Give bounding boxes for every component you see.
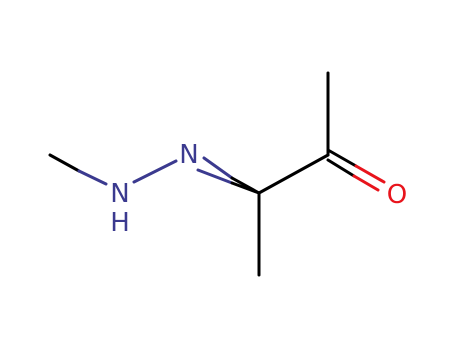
atom-oxygen-carbonyl: O [387, 180, 407, 210]
bond-c-o-upper-c [326, 148, 358, 168]
bond-c-o-lower-o [352, 174, 380, 192]
bond-nh-n [132, 159, 178, 184]
atom-hydrogen-amine: H [110, 208, 130, 238]
atom-nitrogen-amine: N [110, 179, 129, 209]
bond-n-c-imine-outer [196, 168, 234, 185]
bond-n-c-imine-inner-c [230, 176, 261, 195]
bond-n-c-imine-inner [202, 156, 234, 180]
atom-nitrogen-imine: N [179, 140, 198, 170]
bond-methyl-nh-nitrogen-part [77, 169, 108, 186]
bond-methyl-nh-carbon-part [48, 153, 81, 173]
bond-c-o-upper-o [354, 164, 386, 184]
bond-imine-c-carbonyl-c [257, 153, 330, 195]
bond-c-o-lower-c [326, 158, 356, 178]
